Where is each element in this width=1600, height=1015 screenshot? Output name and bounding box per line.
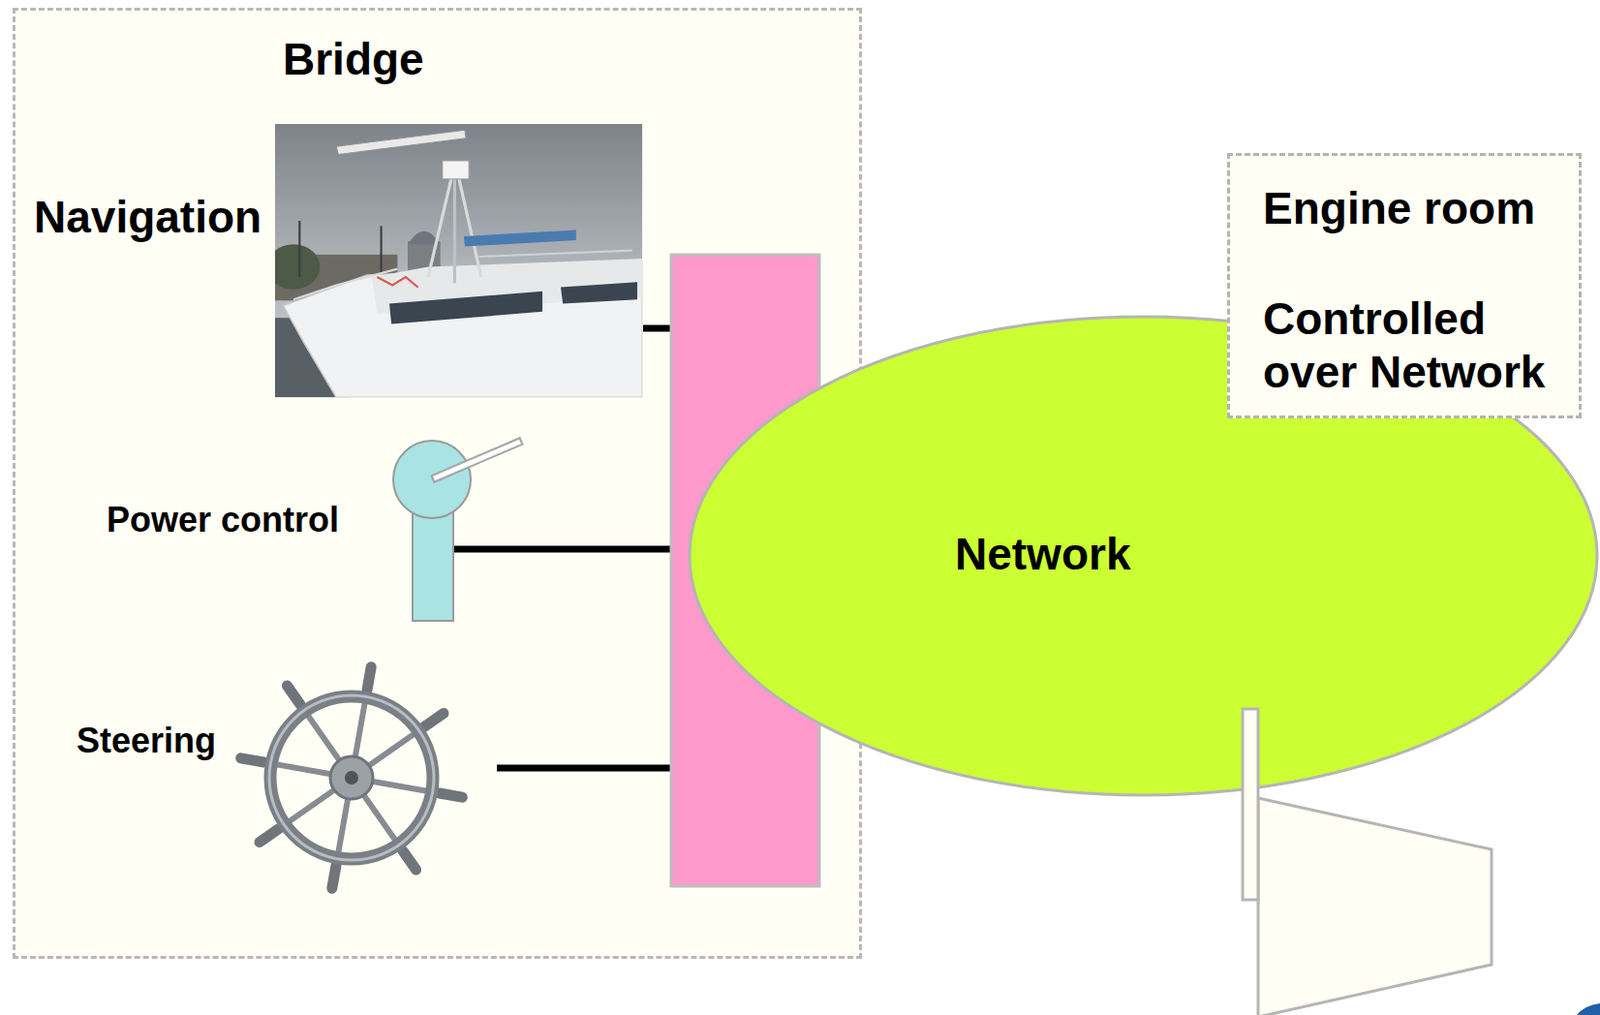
rudder-shaft (1242, 708, 1259, 900)
wheel-rim (270, 696, 433, 860)
component-label: Power control (106, 499, 339, 540)
region-title: Bridge (282, 33, 425, 86)
photo-windows (389, 291, 543, 325)
rudder-blade (1258, 798, 1492, 1015)
lever-stick (433, 441, 521, 479)
photo-radar-unit (442, 160, 469, 180)
wheel-handle (241, 758, 265, 763)
photo-radar-antenna (336, 129, 466, 154)
photo-tree (275, 244, 320, 289)
wheel-hub (330, 756, 373, 800)
lever-stick (431, 440, 523, 480)
wheel-hub-center (344, 770, 359, 785)
photo-rope (376, 276, 418, 288)
photo-antenna (463, 230, 577, 247)
wire (643, 325, 674, 333)
wheel-handle (367, 667, 371, 691)
boat-photo (267, 123, 644, 398)
box-text: Controlled over Network (1262, 292, 1570, 400)
wire (454, 546, 674, 554)
photo-windows (560, 281, 638, 304)
wheel-handle (439, 793, 463, 798)
photo-lamp (380, 225, 383, 277)
component-label: Steering (76, 720, 216, 761)
wheel-handle (286, 685, 301, 706)
photo-mast (453, 173, 457, 284)
wheel-handle (259, 829, 279, 843)
lever-stem (412, 510, 454, 621)
photo-mast (428, 173, 453, 277)
logo-corner (1576, 1003, 1600, 1015)
network-label: Network (954, 528, 1131, 581)
photo-railing (479, 250, 633, 257)
component-label: Navigation (33, 191, 262, 244)
wheel-rim-shine (269, 695, 434, 861)
wheel-handle (402, 850, 417, 870)
wire (496, 765, 674, 772)
box-heading: Engine room (1262, 182, 1570, 236)
wheel-handle (332, 865, 337, 890)
engine-room-box: Engine roomControlled over Network (1227, 153, 1582, 419)
photo-railing (293, 269, 398, 301)
photo-lamp (298, 220, 301, 277)
wheel-handle (424, 713, 444, 728)
steering-wheel-icon (241, 667, 463, 890)
photo-sky (275, 123, 643, 398)
power-lever-icon (393, 440, 523, 621)
photo-mast (458, 173, 482, 277)
